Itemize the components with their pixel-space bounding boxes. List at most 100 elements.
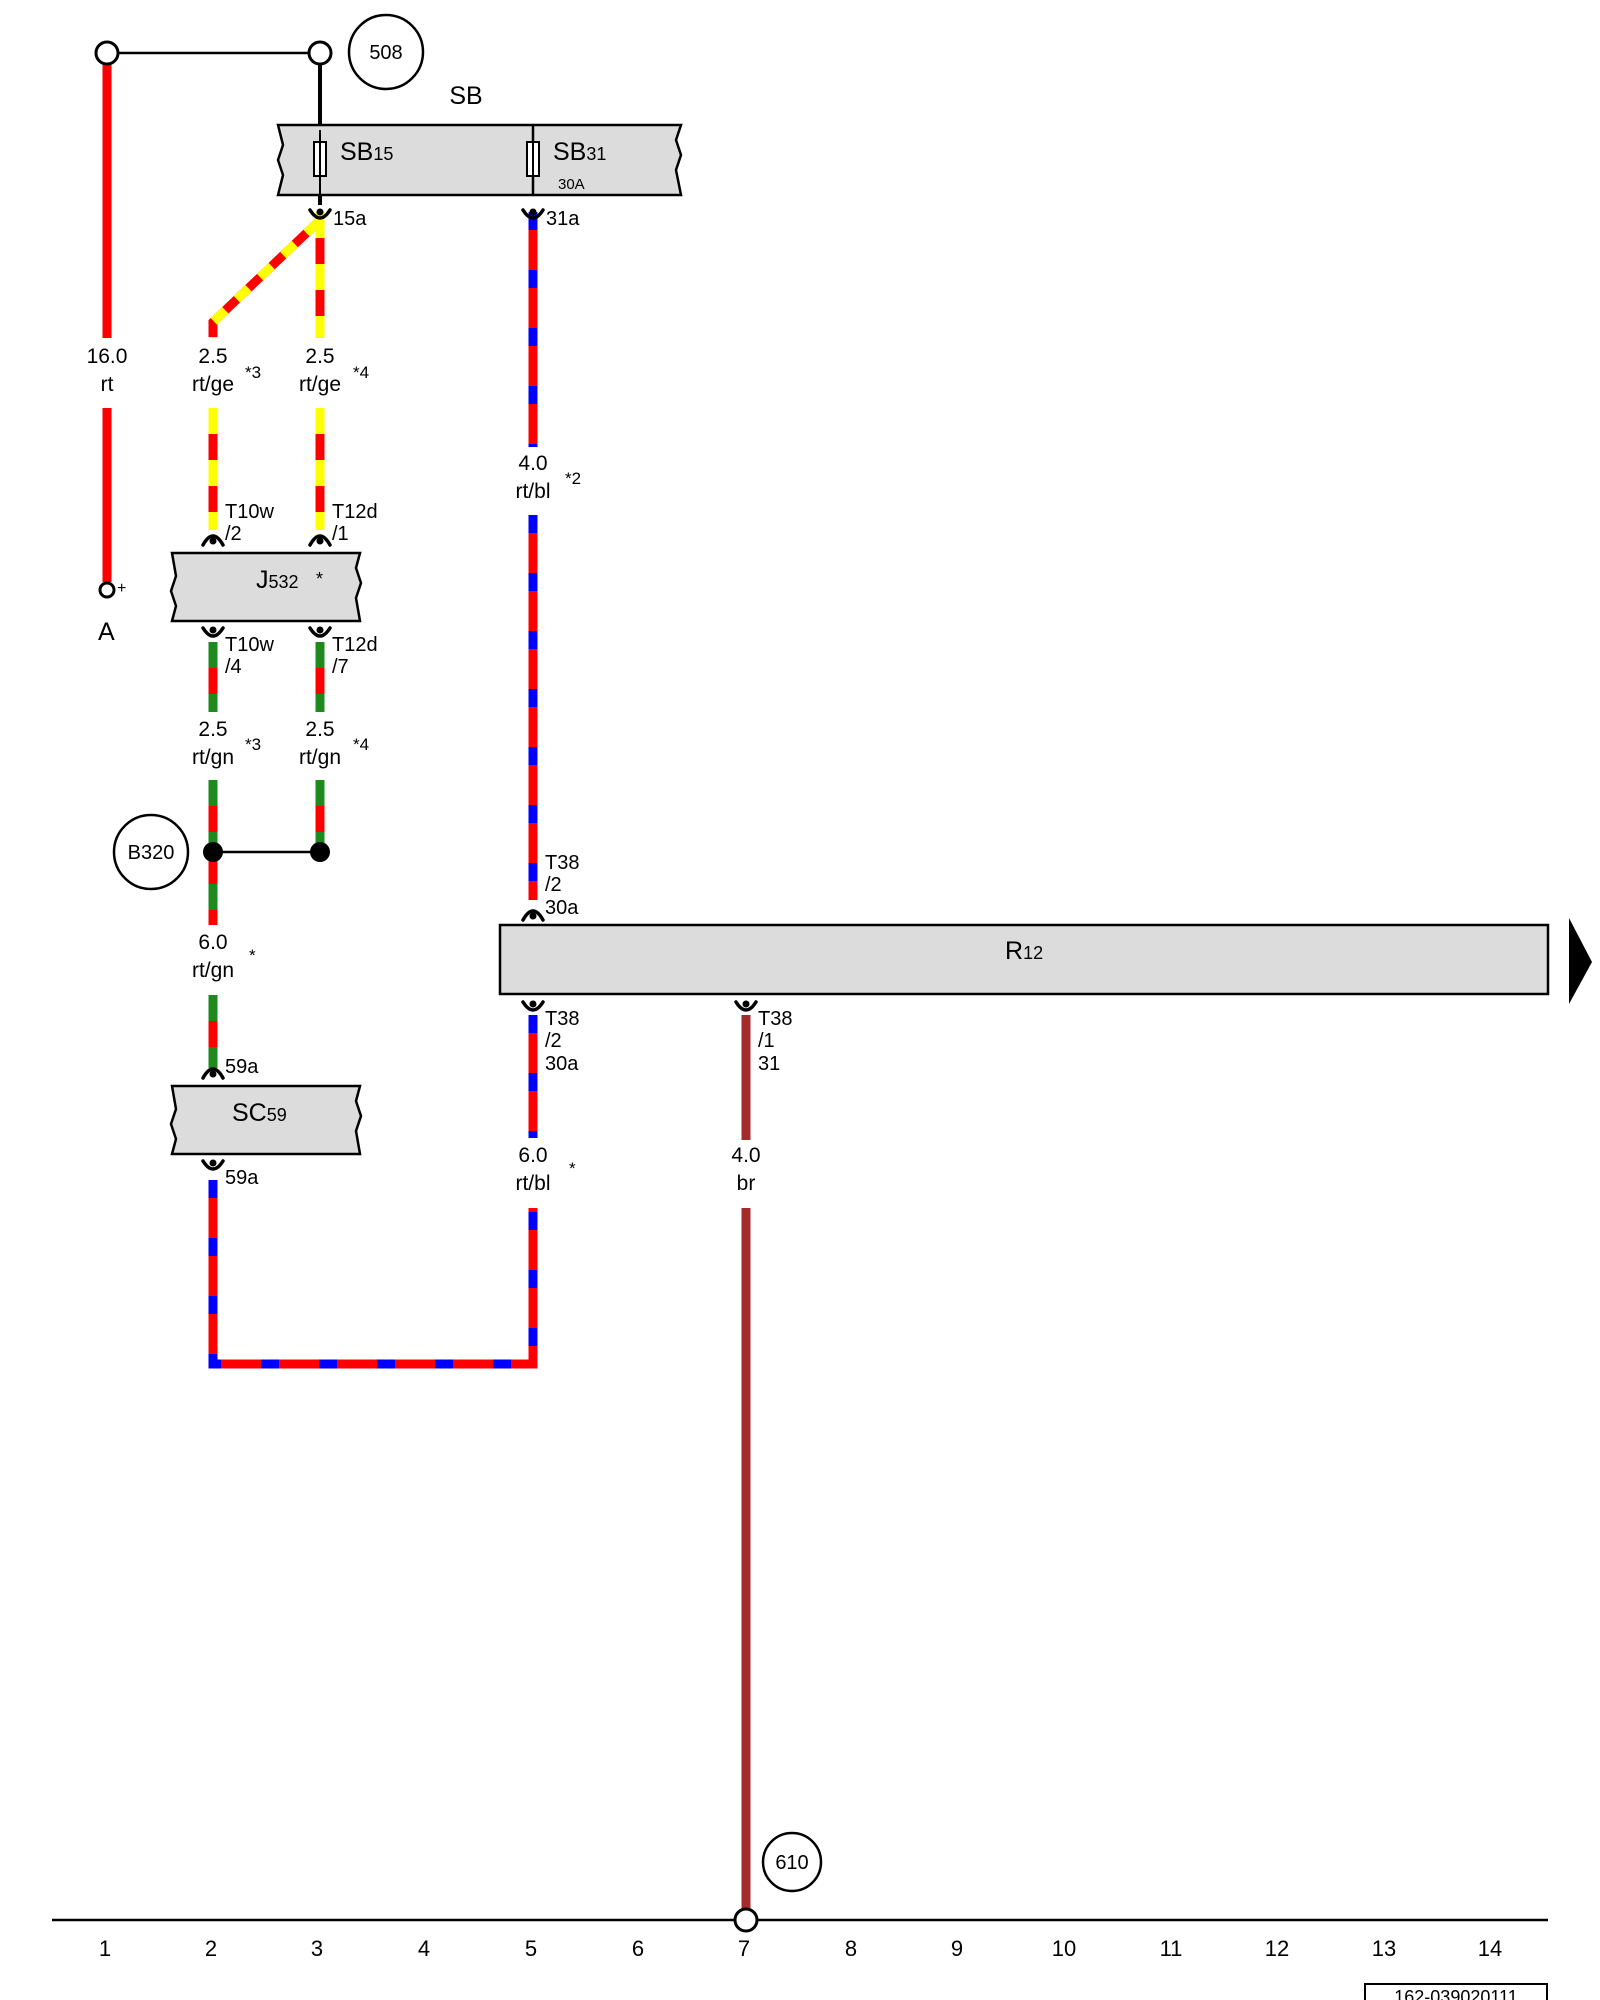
pin-15a: 15a (333, 208, 367, 230)
w3-color: rt/ge (299, 373, 341, 396)
w5-note: *3 (245, 735, 261, 754)
pin-t12d-top: T12d (332, 501, 378, 523)
pin-30a-bottom: 30a (545, 1053, 579, 1075)
column-label: 6 (632, 1936, 644, 1961)
pin-t12d-7: /7 (332, 656, 349, 678)
a-label: A (98, 618, 115, 646)
drawing-number-box (1364, 1983, 1548, 2000)
ref-b320: B320 (112, 813, 190, 891)
column-label: 4 (418, 1936, 430, 1961)
w1-color: rt (101, 373, 114, 396)
fuse-sb31-rating: 30A (558, 176, 585, 193)
ref-610-label: 610 (775, 1852, 808, 1874)
w2-color: rt/ge (192, 373, 234, 396)
column-label: 14 (1478, 1936, 1502, 1961)
connector-31a (521, 208, 545, 220)
w8-size: 6.0 (518, 1144, 547, 1167)
column-label: 13 (1372, 1936, 1396, 1961)
continuation-arrow-icon (1569, 918, 1592, 1004)
pin-31a: 31a (546, 208, 580, 230)
w8-color: rt/bl (515, 1172, 550, 1195)
pin-t12d-1: /1 (332, 523, 349, 545)
w6-size: 2.5 (305, 718, 334, 741)
drawing-number: 162-039020111 (1394, 1987, 1517, 2000)
column-label: 11 (1160, 1936, 1183, 1961)
fuse-sb31-label: SB31 (553, 138, 606, 166)
w5-color: rt/gn (192, 746, 234, 769)
ref-508-label: 508 (369, 42, 402, 64)
pin-t38-2-bottom: /2 (545, 1030, 562, 1052)
ref-508: 508 (347, 13, 425, 91)
connector-t12d-1 (308, 534, 332, 547)
w3-note: *4 (353, 363, 369, 382)
fuse-sb15-label: SB15 (340, 138, 393, 166)
pin-t38-top: T38 (545, 852, 579, 874)
w9-color: br (737, 1172, 756, 1195)
connector-t12d-7 (308, 626, 332, 638)
w2-size: 2.5 (198, 345, 227, 368)
connector-t10w-4 (201, 626, 225, 638)
column-label: 9 (951, 1936, 963, 1961)
ref-b320-label: B320 (128, 842, 175, 864)
pin-31: 31 (758, 1053, 780, 1075)
w8-note: * (569, 1159, 576, 1178)
column-label: 10 (1052, 1936, 1076, 1961)
ground-terminal (733, 1907, 759, 1933)
connector-t10w-2 (201, 534, 225, 547)
w9-size: 4.0 (731, 1144, 760, 1167)
connector-t38-2-bottom (521, 1000, 545, 1012)
w4-color: rt/bl (515, 480, 550, 503)
pin-59a-bottom: 59a (225, 1167, 259, 1189)
pin-t10w-2: /2 (225, 523, 242, 545)
splice-dot-left (203, 842, 223, 862)
column-axis: 1 2 3 4 5 6 7 8 9 10 11 12 13 14 (99, 1936, 1502, 1961)
j532-note: * (316, 569, 323, 589)
component-j532 (169, 551, 363, 623)
pin-t10w-top: T10w (225, 501, 274, 523)
sb-title: SB (449, 82, 482, 110)
pin-30a-top: 30a (545, 897, 579, 919)
splice-dot-right (310, 842, 330, 862)
w1-size: 16.0 (87, 345, 128, 368)
terminal-a (98, 581, 116, 599)
w6-note: *4 (353, 735, 369, 754)
r12-label: R12 (1005, 937, 1043, 965)
column-label: 1 (99, 1936, 111, 1961)
a-plus: + (117, 580, 126, 597)
ref-610: 610 (761, 1831, 823, 1893)
pin-t12d-bottom: T12d (332, 634, 378, 656)
connector-t38-1 (734, 1000, 758, 1012)
sb-fuse-box (276, 123, 683, 197)
pin-t38-2-top: /2 (545, 874, 562, 896)
pin-t38-1: /1 (758, 1030, 775, 1052)
wire-6.0-rt-bl (208, 1015, 538, 1369)
w2-note: *3 (245, 363, 261, 382)
column-label: 12 (1265, 1936, 1289, 1961)
terminal-open-2 (307, 40, 333, 66)
sc59-label: SC59 (232, 1099, 287, 1127)
w6-color: rt/gn (299, 746, 341, 769)
component-r12 (498, 923, 1550, 996)
w7-color: rt/gn (192, 959, 234, 982)
column-label: 7 (738, 1936, 750, 1961)
column-label: 5 (525, 1936, 537, 1961)
w7-size: 6.0 (198, 931, 227, 954)
pin-59a-top: 59a (225, 1056, 259, 1078)
column-label: 8 (845, 1936, 857, 1961)
w7-note: * (249, 946, 256, 965)
wire-2.5-rt-ge-3 (208, 218, 322, 530)
pin-t38-bottom: T38 (545, 1008, 579, 1030)
w4-size: 4.0 (518, 452, 547, 475)
connector-t38-2-top (521, 909, 545, 922)
w3-size: 2.5 (305, 345, 334, 368)
pin-t38-ground: T38 (758, 1008, 792, 1030)
j532-label: J532 (256, 566, 299, 594)
pin-t10w-4: /4 (225, 656, 242, 678)
terminal-open-1 (94, 40, 120, 66)
connector-59a-bottom (201, 1159, 225, 1171)
component-sc59 (169, 1084, 363, 1156)
connector-59a-top (201, 1067, 225, 1080)
column-label: 2 (205, 1936, 217, 1961)
connector-15a (308, 208, 332, 220)
